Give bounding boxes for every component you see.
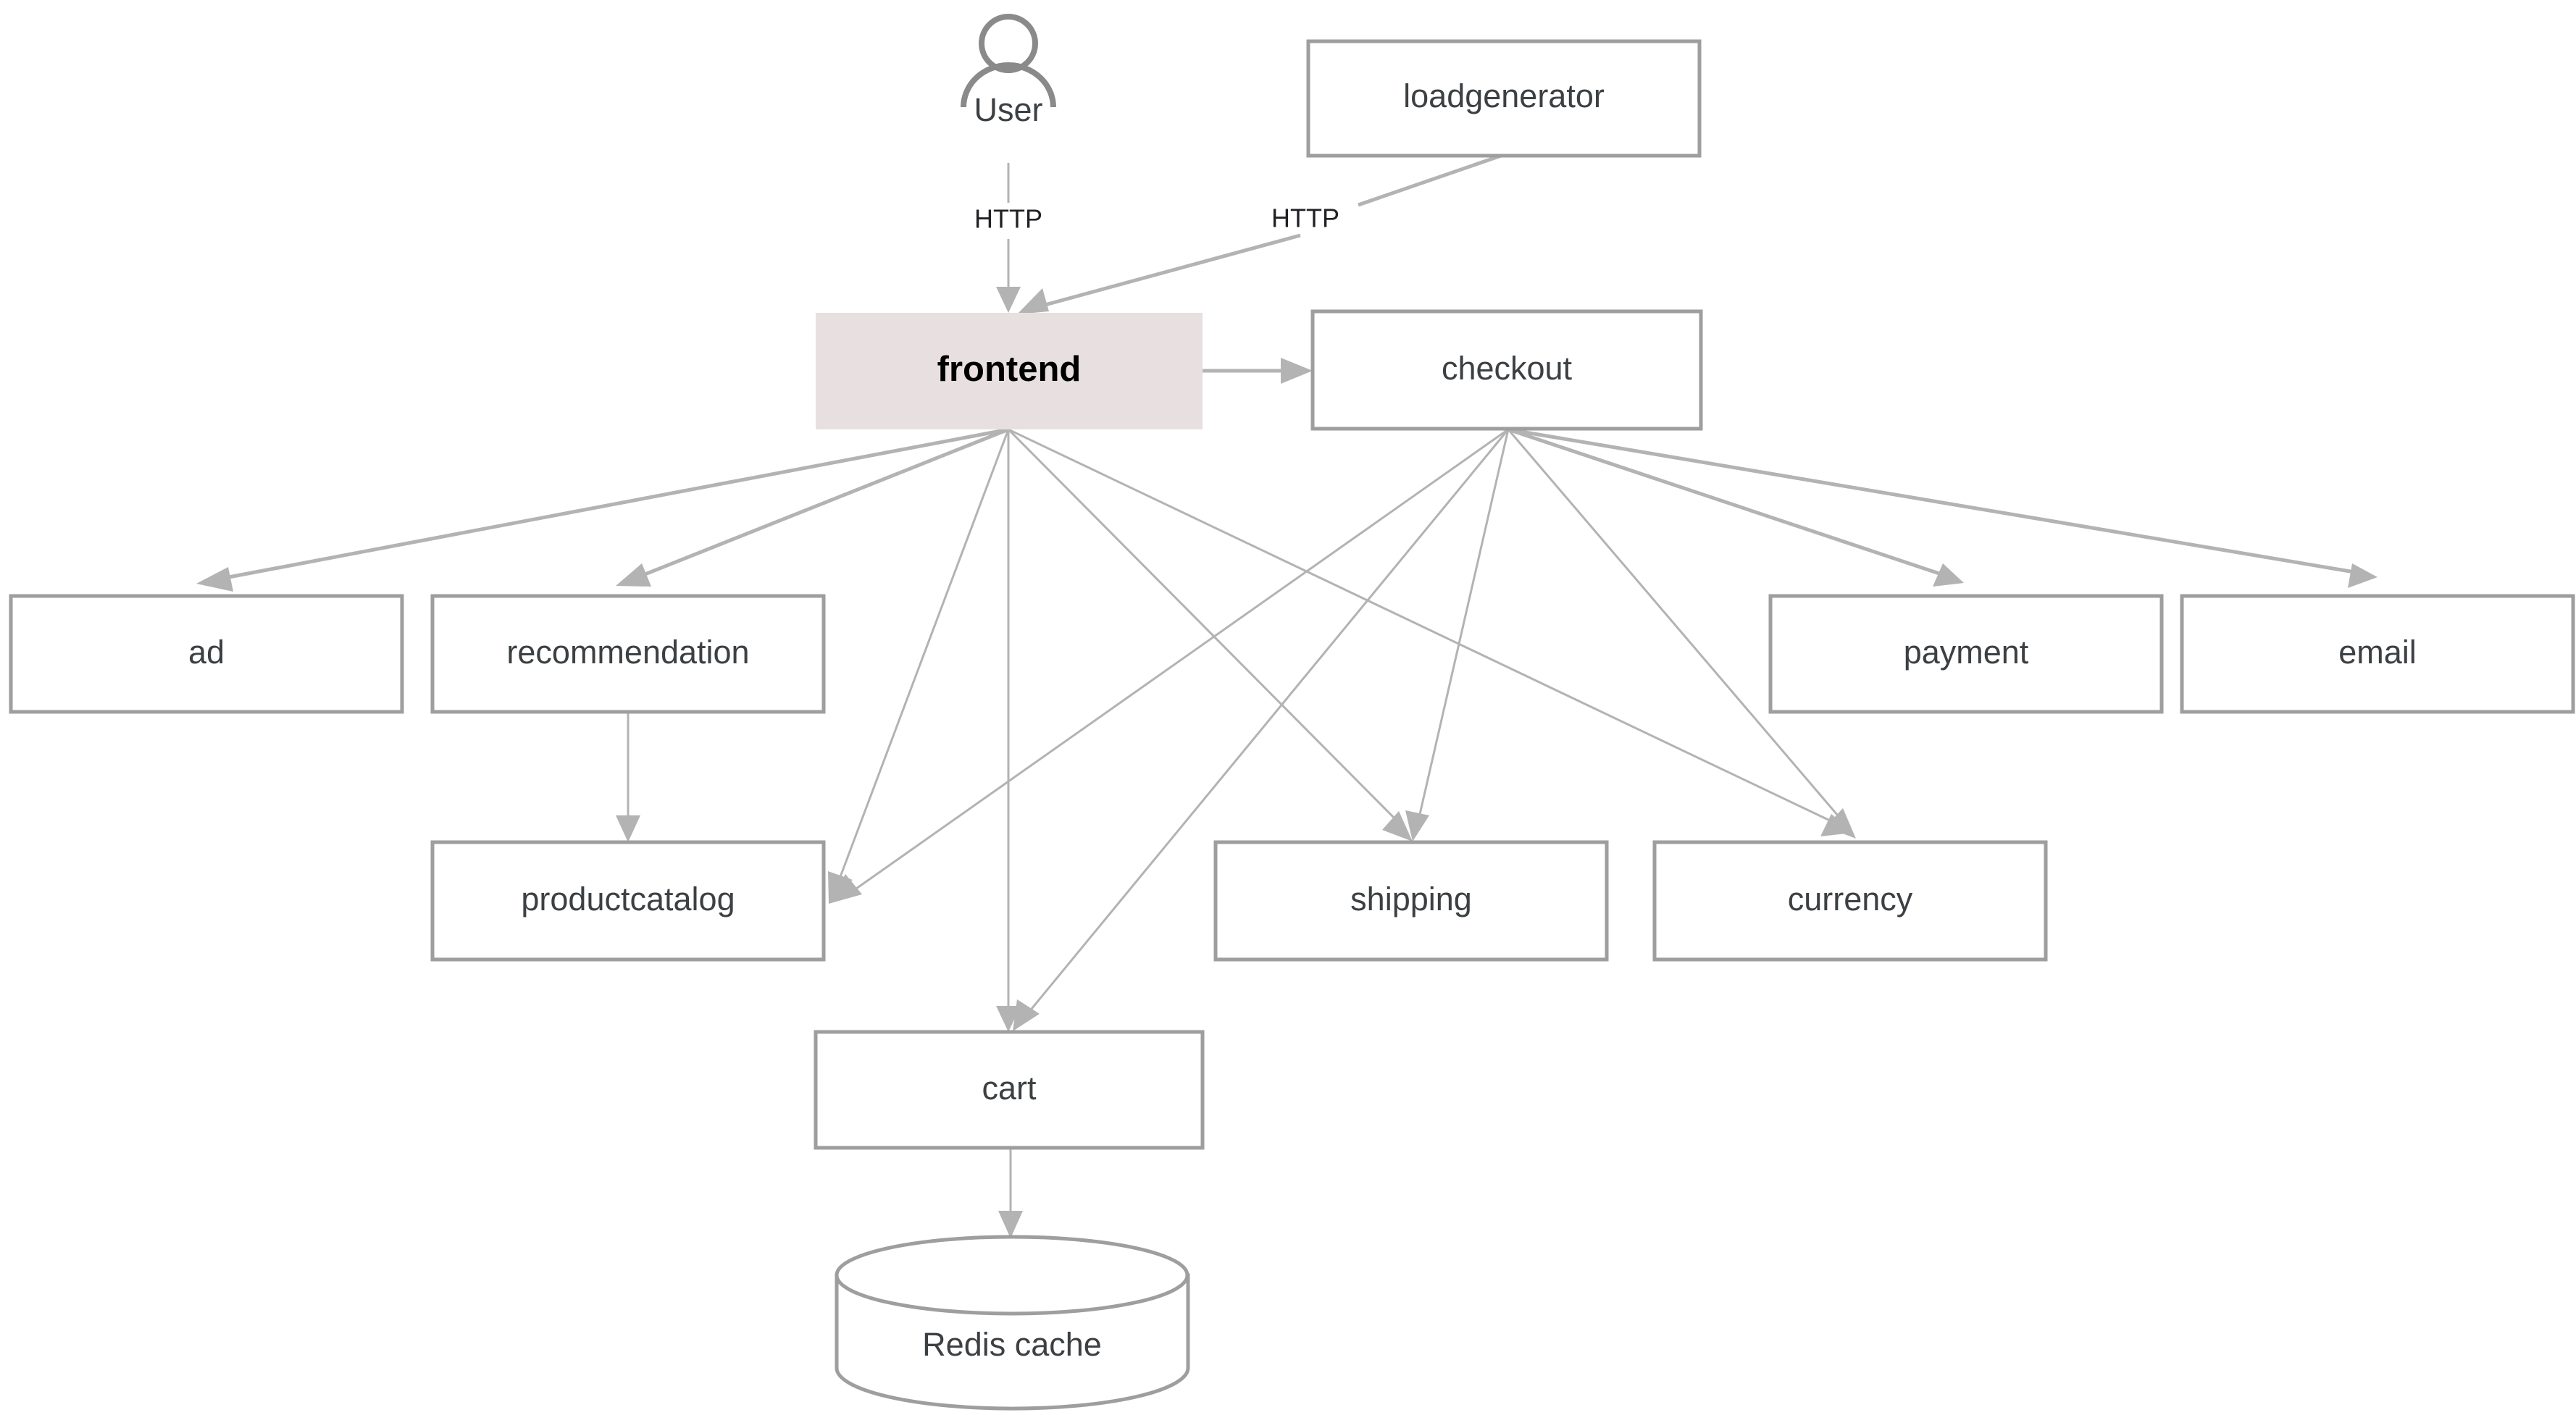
edge-checkout-to-productcatalog [829, 428, 1509, 904]
node-productcatalog-label: productcatalog [521, 881, 735, 918]
node-frontend-label: frontend [937, 350, 1082, 389]
node-currency[interactable]: currency [1652, 840, 2048, 962]
node-shipping[interactable]: shipping [1213, 840, 1609, 962]
edge-label-user-http: HTTP [974, 204, 1042, 234]
node-checkout[interactable]: checkout [1310, 309, 1703, 431]
edge-frontend-to-recommendation [616, 427, 1009, 587]
edge-checkout-to-cart [1013, 429, 1510, 1031]
node-ad-label: ad [188, 634, 225, 671]
user-person-icon-body [961, 62, 1056, 108]
edge-frontend-to-ad [196, 427, 1009, 592]
edge-cart-to-rediscache [998, 1148, 1023, 1238]
actor-user: User [961, 14, 1056, 128]
node-loadgenerator-label: loadgenerator [1403, 77, 1605, 114]
user-person-icon-head [979, 14, 1038, 73]
actor-user-label: User [974, 91, 1042, 128]
node-rediscache-label: Redis cache [922, 1326, 1102, 1363]
node-payment-label: payment [1904, 634, 2029, 671]
edge-frontend-to-checkout [1203, 358, 1313, 384]
edge-frontend-to-currency [1008, 428, 1853, 836]
node-frontend[interactable]: frontend [816, 313, 1203, 429]
edge-frontend-to-productcatalog [828, 429, 1010, 904]
node-currency-label: currency [1788, 881, 1913, 918]
node-recommendation-label: recommendation [506, 634, 749, 671]
edge-frontend-to-shipping [1007, 428, 1413, 841]
edge-layer [196, 154, 2378, 1238]
cylinder-top [835, 1235, 1189, 1316]
edge-label-loadgenerator-http: HTTP [1271, 203, 1339, 233]
edge-loadgenerator-to-frontend [1017, 154, 1502, 314]
edge-checkout-to-shipping [1405, 429, 1510, 841]
node-shipping-label: shipping [1350, 881, 1472, 918]
node-email[interactable]: email [2180, 594, 2575, 714]
node-cart[interactable]: cart [814, 1030, 1205, 1150]
node-checkout-label: checkout [1442, 350, 1573, 387]
node-cart-label: cart [982, 1070, 1037, 1107]
edge-checkout-to-payment [1507, 427, 1964, 587]
node-loadgenerator[interactable]: loadgenerator [1306, 39, 1702, 158]
edge-checkout-to-email [1507, 427, 2378, 588]
edge-checkout-to-currency [1507, 429, 1856, 839]
edge-user-to-frontend [996, 163, 1021, 313]
node-recommendation[interactable]: recommendation [430, 594, 826, 714]
edge-frontend-to-cart [996, 429, 1021, 1032]
node-email-label: email [2338, 634, 2417, 671]
edge-recommendation-to-productcatalog [616, 712, 640, 842]
node-payment[interactable]: payment [1768, 594, 2164, 714]
node-rediscache[interactable]: Redis cache [835, 1235, 1190, 1411]
node-productcatalog[interactable]: productcatalog [430, 840, 826, 962]
node-ad[interactable]: ad [9, 594, 404, 714]
